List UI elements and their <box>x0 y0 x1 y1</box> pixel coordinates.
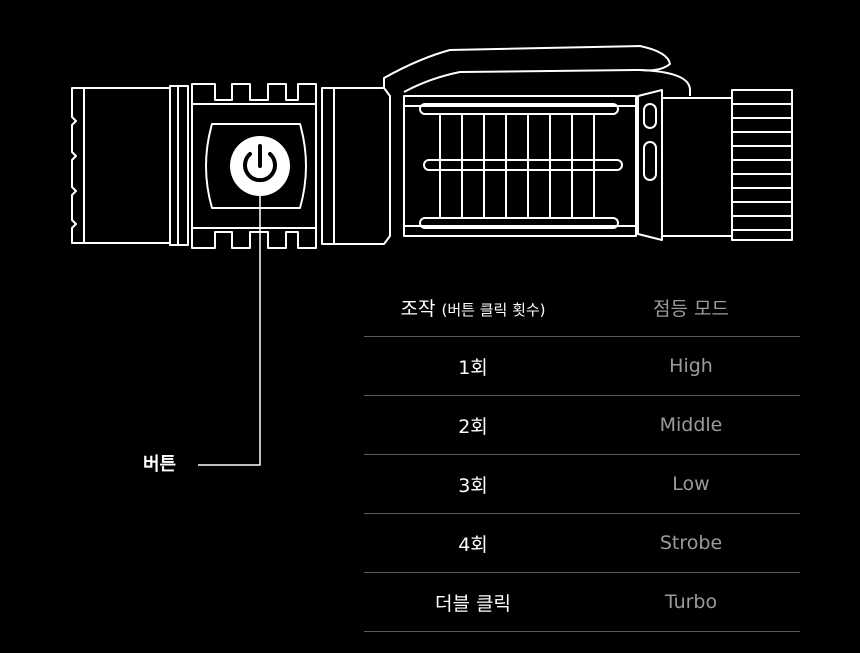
row-action: 4회 <box>458 533 488 556</box>
button-housing <box>191 83 317 249</box>
row-mode: Middle <box>659 414 723 436</box>
row-mode: Strobe <box>659 532 723 554</box>
table-header: 조작 (버튼 클릭 횟수) 점등 모드 <box>364 278 800 337</box>
row-action: 3회 <box>458 474 488 497</box>
row-action: 2회 <box>458 415 488 438</box>
mode-table: 조작 (버튼 클릭 횟수) 점등 모드 1회 High 2회 Middle 3회… <box>364 278 800 632</box>
header-action: 조작 (버튼 클릭 횟수) <box>364 294 582 321</box>
tail-section <box>637 89 793 241</box>
table-row: 더블 클릭 Turbo <box>364 573 800 632</box>
row-action: 더블 클릭 <box>435 592 511 615</box>
power-icon <box>243 144 277 183</box>
row-action: 1회 <box>458 356 488 379</box>
flashlight-body <box>403 95 637 237</box>
connector-ring <box>321 87 391 245</box>
power-button <box>230 136 290 196</box>
table-row: 2회 Middle <box>364 396 800 455</box>
row-mode: Turbo <box>664 591 718 613</box>
header-mode: 점등 모드 <box>653 297 729 320</box>
header-action-main: 조작 <box>400 297 436 320</box>
button-callout-label: 버튼 <box>143 454 177 475</box>
row-mode: Low <box>672 473 710 495</box>
table-row: 1회 High <box>364 337 800 396</box>
row-mode: High <box>669 355 713 377</box>
header-action-sub: (버튼 클릭 횟수) <box>441 300 546 319</box>
pocket-clip <box>383 45 671 93</box>
flashlight-head <box>71 85 189 246</box>
callout-line <box>198 196 261 466</box>
table-row: 3회 Low <box>364 455 800 514</box>
table-row: 4회 Strobe <box>364 514 800 573</box>
